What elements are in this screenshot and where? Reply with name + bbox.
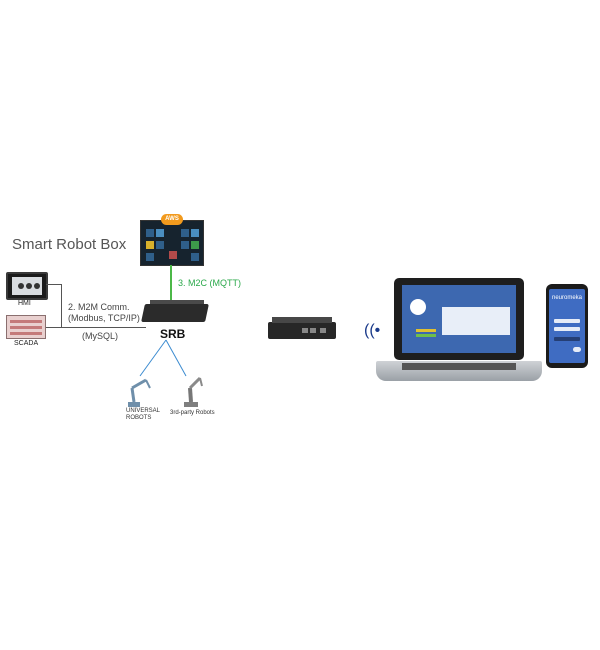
srb-device-top <box>150 300 204 306</box>
ur-label-line1: UNIVERSAL <box>126 408 161 414</box>
mysql-label: (MySQL) <box>82 331 118 341</box>
srb-device <box>141 304 209 322</box>
hmi-device <box>6 272 48 300</box>
mqtt-connector <box>170 265 172 305</box>
smart-robot-box-device <box>268 317 336 339</box>
diagram-title: Smart Robot Box <box>12 236 127 253</box>
scada-device <box>6 315 46 339</box>
m2m-label: 2. M2M Comm. (Modbus, TCP/IP) <box>68 302 140 324</box>
aws-badge: AWS <box>161 214 183 225</box>
laptop-screen <box>402 285 516 353</box>
ur-label: UNIVERSAL ROBOTS <box>126 408 160 422</box>
phone-brand: neuromeka <box>551 295 583 301</box>
third-party-label: 3rd-party Robots <box>170 410 215 416</box>
hmi-connector <box>46 284 62 285</box>
scada-label: SCADA <box>14 340 39 347</box>
smartphone: neuromeka <box>546 284 588 368</box>
vertical-connector <box>61 284 62 328</box>
robot-connectors <box>139 339 187 377</box>
m2m-label-line2: (Modbus, TCP/IP) <box>68 313 140 323</box>
wifi-icon: ((• <box>364 322 381 339</box>
hmi-label: HMI <box>18 300 31 307</box>
srb-label: SRB <box>160 327 186 341</box>
universal-robot-icon <box>128 378 151 407</box>
laptop-base <box>376 361 542 381</box>
ur-label-line2: ROBOTS <box>126 415 152 421</box>
m2m-label-line1: 2. M2M Comm. <box>68 302 130 312</box>
scada-srb-connector <box>46 327 146 328</box>
third-party-robot-icon <box>184 376 203 407</box>
cloud-dashboard-image: AWS <box>140 214 204 266</box>
m2c-label: 3. M2C (MQTT) <box>178 278 241 288</box>
